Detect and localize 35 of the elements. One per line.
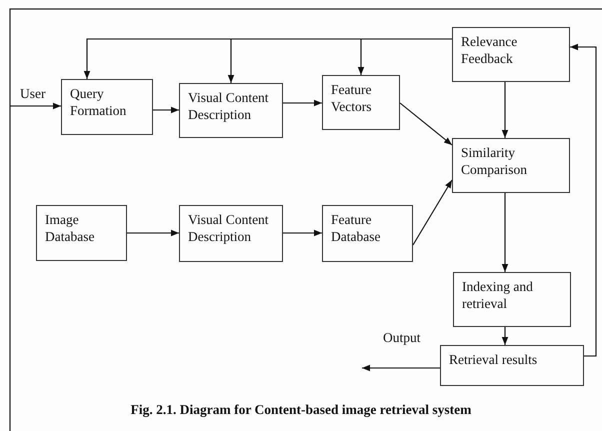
process-box	[322, 205, 413, 262]
arrow	[400, 102, 452, 146]
process-box	[440, 345, 584, 386]
arrow	[283, 230, 322, 236]
arrow	[10, 102, 61, 110]
edge-label: Output	[382, 330, 422, 346]
arrow	[502, 82, 508, 138]
box-label: Visual Content Description	[188, 212, 270, 246]
arrow	[358, 38, 452, 75]
process-box	[452, 27, 570, 82]
process-box	[179, 205, 283, 262]
figure-caption: Fig. 2.1. Diagram for Content-based image retrieval system	[130, 402, 472, 417]
box-label: Retrieval results	[449, 352, 538, 369]
arrow	[570, 44, 597, 357]
process-box	[452, 138, 570, 193]
process-box	[61, 79, 153, 135]
process-box	[179, 83, 283, 138]
arrow	[502, 193, 508, 272]
arrow	[502, 327, 508, 345]
process-box	[322, 75, 400, 130]
box-label: Image Database	[45, 212, 96, 246]
arrow	[283, 100, 322, 106]
box-label: Indexing and retrieval	[462, 279, 534, 313]
process-box	[453, 272, 571, 327]
arrow	[153, 106, 179, 114]
arrow	[412, 180, 452, 246]
process-box	[36, 205, 127, 261]
arrow	[362, 364, 440, 372]
arrow	[127, 230, 179, 236]
box-label: Visual Content Description	[188, 90, 270, 124]
box-label: Similarity Comparison	[461, 145, 528, 179]
box-label: Relevance Feedback	[461, 34, 518, 68]
box-label: Feature Vectors	[331, 82, 372, 116]
box-label: Query Formation	[70, 86, 128, 120]
box-label: Feature Database	[331, 212, 382, 246]
